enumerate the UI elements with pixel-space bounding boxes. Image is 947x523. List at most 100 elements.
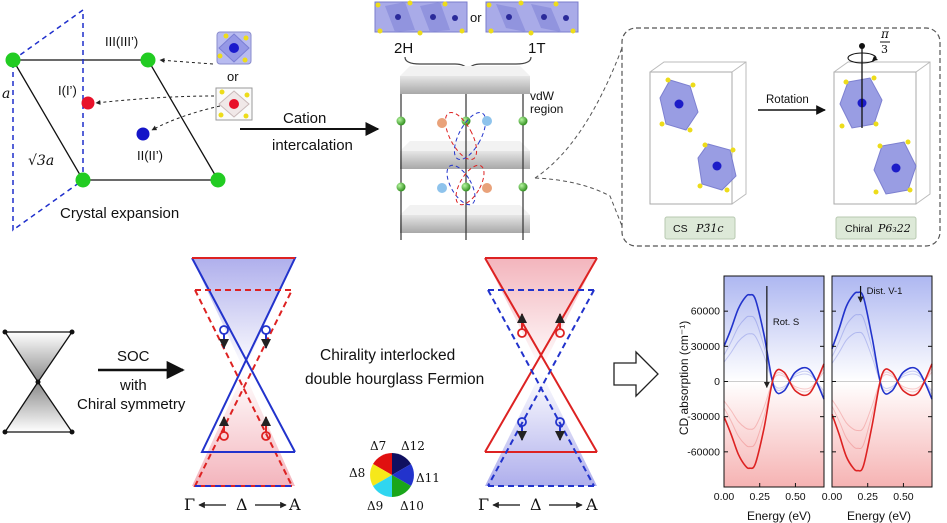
- chart-x-axis-label-2: Energy (eV): [847, 509, 911, 523]
- tag-chiral-prefix: Chiral: [845, 223, 872, 235]
- x-tick-label: 0.50: [893, 491, 914, 503]
- green-atom: [396, 182, 406, 192]
- blue-dashed-orbit: [453, 111, 487, 161]
- green-atom: [396, 116, 406, 126]
- pie-label-delta11: Δ11: [416, 471, 440, 485]
- blue-cation: [482, 116, 492, 126]
- zoom-callout: [534, 47, 623, 179]
- spin-up-icon: [219, 416, 229, 441]
- site-1-label: I(I’): [58, 83, 77, 98]
- k-delta-1: Δ: [236, 495, 248, 514]
- site-2-blue-atom: [136, 127, 150, 141]
- x-tick-label: 0.25: [749, 491, 770, 503]
- or-label-b: or: [470, 10, 482, 25]
- layer-slab-bottom: [400, 205, 530, 233]
- green-atom: [140, 52, 156, 68]
- rotation-label: Rotation: [766, 94, 809, 106]
- blue-dashed-orbit: [446, 164, 476, 206]
- orange-cation: [482, 183, 492, 193]
- k-a-right-2: A: [585, 495, 598, 514]
- green-atom: [461, 116, 471, 126]
- rotation-angle-denominator: 3: [881, 43, 888, 56]
- panel-a-crystal-expansion: III(III’) I(I’) II(II’) a √3a or Crystal…: [2, 8, 253, 232]
- pie-slice-delta10: [392, 475, 411, 497]
- green-atom: [518, 182, 528, 192]
- soc-label: SOC: [117, 348, 150, 365]
- chart-bg-positive: [724, 276, 824, 382]
- octahedron-red-icon: [215, 87, 253, 121]
- red-dashed-orbit: [455, 164, 485, 206]
- space-group-tag-cs: [664, 216, 736, 240]
- space-group-tag-chiral: [835, 216, 917, 240]
- zoom-callout: [534, 177, 623, 227]
- crystal-2h-icon: [374, 0, 468, 36]
- or-label-a: or: [227, 69, 239, 84]
- spin-down-icon: [261, 325, 271, 349]
- blue-cation: [437, 183, 447, 193]
- unit-cell-centrosymmetric: [649, 61, 747, 205]
- layer-slab-top: [400, 66, 530, 94]
- x-tick-label: 0.25: [857, 491, 878, 503]
- spin-up-icon: [555, 313, 565, 338]
- pie-label-delta12: Δ12: [401, 439, 425, 453]
- hourglass-title-line1: Chirality interlocked: [320, 347, 455, 364]
- series-ghost-line: [723, 333, 825, 392]
- label-2h: 2H: [394, 40, 413, 57]
- x-tick-label: 0.00: [714, 491, 735, 503]
- series-ghost-line: [723, 368, 825, 448]
- series-ghost-line: [723, 315, 825, 395]
- cd-absorption-chart: CD absorption (cm⁻¹) Energy (eV) Energy …: [677, 275, 933, 523]
- double-hourglass-left: [191, 257, 297, 487]
- series-ghost-line: [723, 371, 825, 430]
- with-label: with: [119, 377, 147, 394]
- lattice-sqrt3a-label: √3a: [28, 153, 54, 169]
- label-1t: 1T: [528, 40, 546, 57]
- dashed-arrow: [95, 95, 215, 105]
- panel-d-hourglass: SOC with Chiral symmetry Γ Δ A Chirality…: [2, 257, 659, 514]
- double-hourglass-right: [484, 257, 598, 487]
- intercalation-label-line1: Cation: [283, 110, 326, 127]
- chart-y-axis-label: CD absorption (cm⁻¹): [677, 321, 691, 435]
- unit-cell-chiral: [833, 61, 931, 205]
- tag-cs-group: P3̄1c: [695, 222, 724, 235]
- crystal-1t-icon: [485, 0, 579, 36]
- pie-label-delta8: Δ8: [349, 466, 365, 480]
- series-line-red: [723, 363, 825, 470]
- vdw-label-line1: vdW: [530, 89, 555, 103]
- annotation-label: Rot. S: [773, 317, 799, 328]
- pie-slice-delta7: [373, 453, 392, 475]
- y-tick-label: -60000: [687, 446, 720, 458]
- rotation-angle-numerator: π: [880, 27, 890, 41]
- band-red-dashed: [193, 289, 294, 487]
- pie-slice-delta9: [373, 475, 392, 497]
- site-2-label: II(II’): [137, 148, 163, 163]
- series-ghost-line: [831, 371, 933, 432]
- pie-slice-delta8: [370, 464, 392, 486]
- series-line-red: [831, 363, 933, 472]
- spin-up-icon: [517, 313, 527, 338]
- pie-label-delta9: Δ9: [367, 499, 383, 513]
- series-ghost-line: [831, 368, 933, 450]
- layer-slab-middle: [400, 141, 530, 169]
- irrep-pie: [370, 453, 414, 497]
- hourglass-title-line2: double hourglass Fermion: [305, 371, 484, 388]
- green-atom: [5, 52, 21, 68]
- intercalation-label-line2: intercalation: [272, 137, 353, 154]
- k-a-right-1: A: [288, 495, 301, 514]
- plain-hourglass-icon: [2, 329, 75, 435]
- hollow-arrow-icon: [613, 350, 659, 398]
- chart-x-axis-label-1: Energy (eV): [747, 509, 811, 523]
- pie-label-delta10: Δ10: [400, 499, 424, 513]
- orange-cation: [437, 118, 447, 128]
- lattice-a-label: a: [2, 86, 10, 102]
- panel-b-intercalation: Cation intercalation or 2H 1T: [240, 0, 579, 240]
- chiral-symmetry-label: Chiral symmetry: [77, 396, 186, 413]
- rotation-box: [621, 27, 941, 247]
- chart-bg-negative: [724, 381, 824, 487]
- k-gamma-left-1: Γ: [184, 495, 195, 514]
- spin-up-icon: [261, 416, 271, 441]
- k-gamma-left-2: Γ: [478, 495, 489, 514]
- y-tick-label: 60000: [691, 306, 720, 318]
- x-tick-label: 0.50: [785, 491, 806, 503]
